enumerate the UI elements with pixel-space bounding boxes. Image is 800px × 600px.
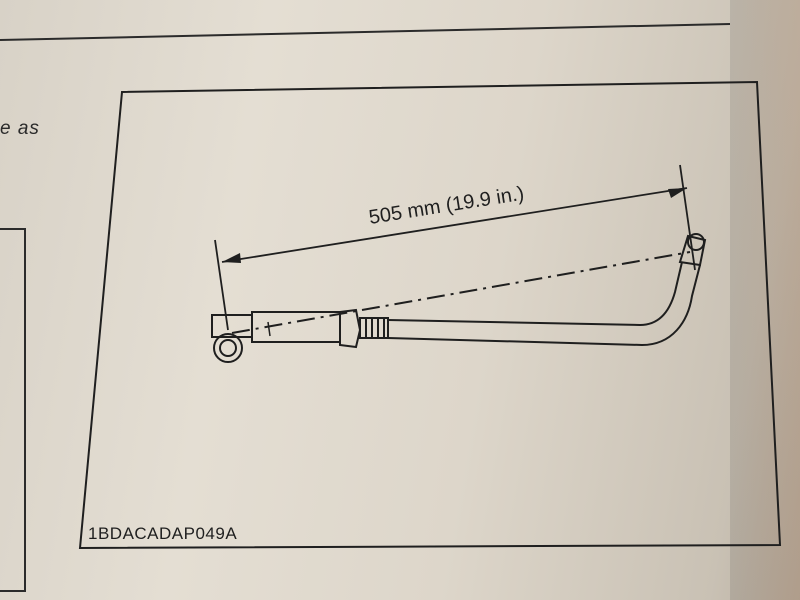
dimension-line [221,187,688,263]
dimension-label: 505 mm (19.9 in.) [367,183,525,229]
extension-line-right [679,164,696,271]
header-rule [0,23,731,41]
fitting-mark [267,321,271,337]
arrowhead-left [222,253,241,263]
figure-border [78,80,782,550]
adjacent-figure-box [0,228,26,592]
figure-code: 1BDACADAP049A [88,524,238,543]
arrowhead-right [668,188,687,198]
center-line [231,251,691,334]
extension-line-left [214,239,229,331]
body-text-fragment: e as [0,118,40,139]
hose [211,233,707,363]
page-edge [730,0,800,600]
